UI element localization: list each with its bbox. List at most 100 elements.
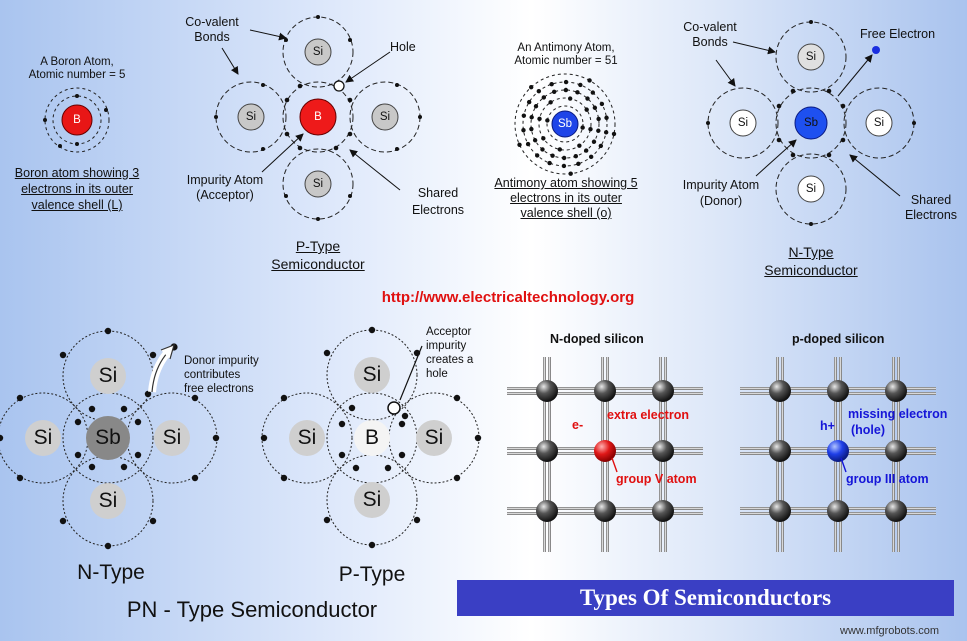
electron-dot [584, 107, 589, 112]
electron-dot [521, 113, 527, 118]
p-doped-grid [740, 357, 936, 552]
silicon-atom [652, 500, 674, 522]
silicon-atom [652, 440, 674, 462]
boron-caption-line1: Boron atom showing 3 [14, 166, 140, 180]
boron-atom [43, 87, 110, 153]
silicon-atom [827, 380, 849, 402]
pdoped-group-label: group III atom [846, 472, 929, 486]
silicon-atom [652, 380, 674, 402]
ptop-title-line2: Semiconductor [271, 256, 365, 272]
nbot-si-right: Si [162, 426, 182, 449]
silicon-atom [885, 500, 907, 522]
ntop-impurity-line1: Impurity Atom [682, 178, 760, 192]
electron-dot [583, 148, 589, 153]
electron-dot [573, 154, 579, 159]
electron-dot [585, 96, 590, 101]
title-banner: Types Of Semiconductors [457, 580, 954, 616]
boron-caption-line3: valence shell (L) [31, 198, 123, 212]
nbot-center-symbol: Sb [95, 426, 121, 449]
electron-dot [545, 118, 550, 123]
ptop-impurity-line2: (Acceptor) [196, 188, 254, 202]
electron-dot [588, 126, 593, 132]
electron-dot [575, 90, 580, 95]
ntype-bottom-lattice [0, 327, 220, 550]
ptype-bottom-lattice [260, 326, 482, 549]
ptop-title-line1: P-Type [295, 238, 341, 254]
pdoped-missing-line2: (hole) [851, 423, 886, 437]
pbot-note-line4: hole [426, 368, 448, 380]
ntop-impurity-line2: (Donor) [699, 194, 743, 208]
electron-dot [577, 143, 582, 148]
electron-dot [591, 139, 597, 144]
boron-title-line1: A Boron Atom, [40, 56, 114, 68]
electron-dot [547, 160, 552, 166]
ptop-si-left: Si [245, 111, 257, 123]
electron-dot [541, 136, 546, 141]
electron-dot [599, 101, 605, 107]
electron-dot [528, 84, 534, 90]
nbot-si-top: Si [98, 364, 118, 387]
ntop-si-bottom: Si [805, 183, 817, 195]
electron-dot [592, 105, 598, 110]
ptop-si-top: Si [312, 46, 324, 58]
watermark: www.mfgrobots.com [840, 625, 940, 637]
electron-dot [590, 90, 596, 95]
electron-dot [603, 130, 609, 135]
electron-dot [561, 163, 567, 169]
pbot-si-right: Si [424, 426, 444, 449]
pn-title: PN - Type Semiconductor [126, 597, 378, 622]
ptop-hole-label: Hole [390, 40, 416, 54]
pbot-note-line3: creates a [426, 354, 474, 366]
electron-dot [567, 96, 573, 101]
electron-dot [533, 104, 539, 109]
electron-dot [557, 147, 563, 152]
pbot-note-line2: impurity [426, 340, 467, 352]
silicon-atom [769, 500, 791, 522]
source-url: http://www.electricaltechnology.org [381, 289, 635, 306]
electron-dot [578, 82, 583, 88]
sb-caption-line1: Antimony atom showing 5 [494, 176, 638, 190]
ptop-center-symbol: B [314, 111, 322, 123]
electron-dot [529, 115, 534, 120]
silicon-atom [536, 440, 558, 462]
ndoped-extra-label: extra electron [607, 408, 689, 422]
electron-dot [549, 81, 554, 87]
electron-dot [588, 154, 594, 160]
pbot-label: P-Type [338, 563, 406, 586]
sb-caption-line2: electrons in its outer [510, 191, 622, 205]
electron-dot [563, 87, 569, 93]
antimony-atom [514, 73, 617, 176]
electron-dot [596, 116, 601, 122]
nbot-si-left: Si [33, 426, 53, 449]
pbot-note-line1: Acceptor [426, 326, 472, 338]
ptop-impurity-line1: Impurity Atom [186, 173, 264, 187]
pbot-si-top: Si [362, 363, 382, 386]
electron-dot [521, 128, 526, 133]
silicon-atom [594, 500, 616, 522]
ptop-covalent-line2: Bonds [194, 30, 230, 44]
electron-dot [576, 161, 581, 167]
electron-dot [563, 79, 569, 85]
electron-dot [541, 95, 547, 100]
silicon-atom [769, 440, 791, 462]
electron-dot [598, 143, 604, 149]
sb-title-line2: Atomic number = 51 [514, 55, 618, 67]
boron-title-line2: Atomic number = 5 [28, 69, 126, 81]
ntop-title-line2: Semiconductor [764, 262, 858, 278]
ptop-covalent-line1: Co-valent [185, 15, 239, 29]
electron-dot [551, 89, 557, 94]
electron-dot [525, 141, 531, 147]
ptype-top-lattice [214, 15, 422, 221]
ndoped-e-label: e- [572, 418, 584, 432]
electron-dot [548, 100, 553, 105]
silicon-atom [885, 440, 907, 462]
ndoped-title: N-doped silicon [550, 332, 644, 346]
nbot-note-line1: Donor impurity [184, 355, 259, 367]
electron-dot [529, 126, 534, 132]
ntop-covalent-line1: Co-valent [683, 20, 737, 34]
electron-dot [540, 147, 545, 152]
pdoped-title: p-doped silicon [792, 332, 885, 346]
dopant-atom [827, 440, 849, 462]
ntop-free-electron: Free Electron [860, 27, 936, 41]
